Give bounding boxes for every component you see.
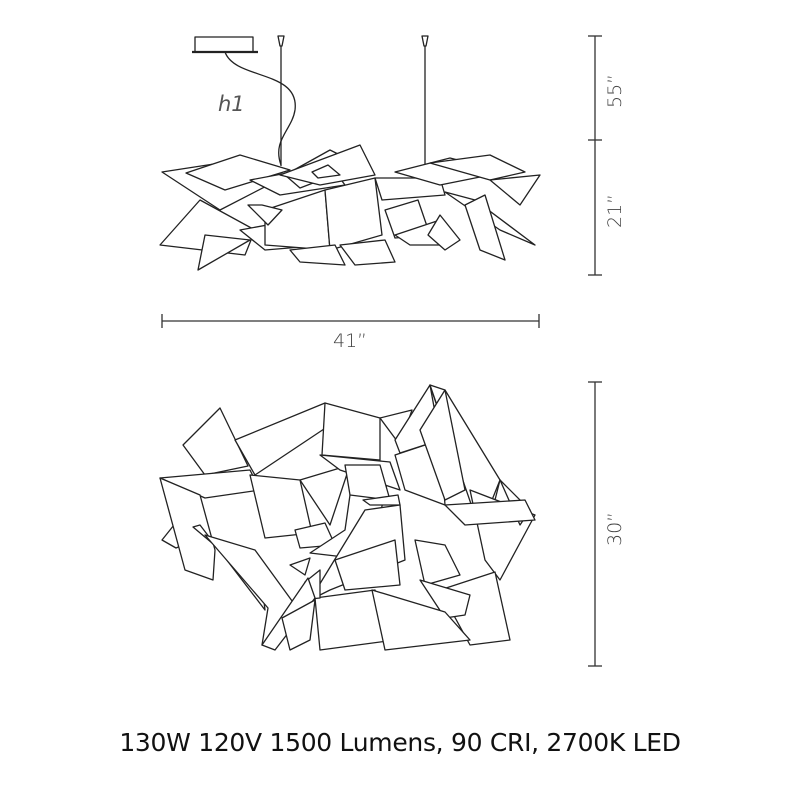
- ceiling-canopy: [194, 36, 254, 53]
- suspension-anchor-left: [277, 35, 285, 47]
- specifications-caption: 130W 120V 1500 Lumens, 90 CRI, 2700K LED: [119, 728, 681, 757]
- plan-view-drawing: [159, 384, 536, 651]
- depth-dimension-label: 30”: [604, 511, 626, 547]
- height-above-dimension-label: 55”: [604, 73, 626, 109]
- suspension-anchor-right: [421, 35, 429, 47]
- body-height-dimension-label: 21”: [604, 193, 626, 229]
- height-dimension-line: [588, 35, 602, 276]
- power-cord-label: h1: [218, 92, 245, 116]
- depth-dimension-line: [588, 381, 602, 667]
- width-dimension-line: [161, 314, 540, 328]
- width-dimension-label: 41”: [332, 330, 368, 352]
- power-cord: [224, 51, 296, 166]
